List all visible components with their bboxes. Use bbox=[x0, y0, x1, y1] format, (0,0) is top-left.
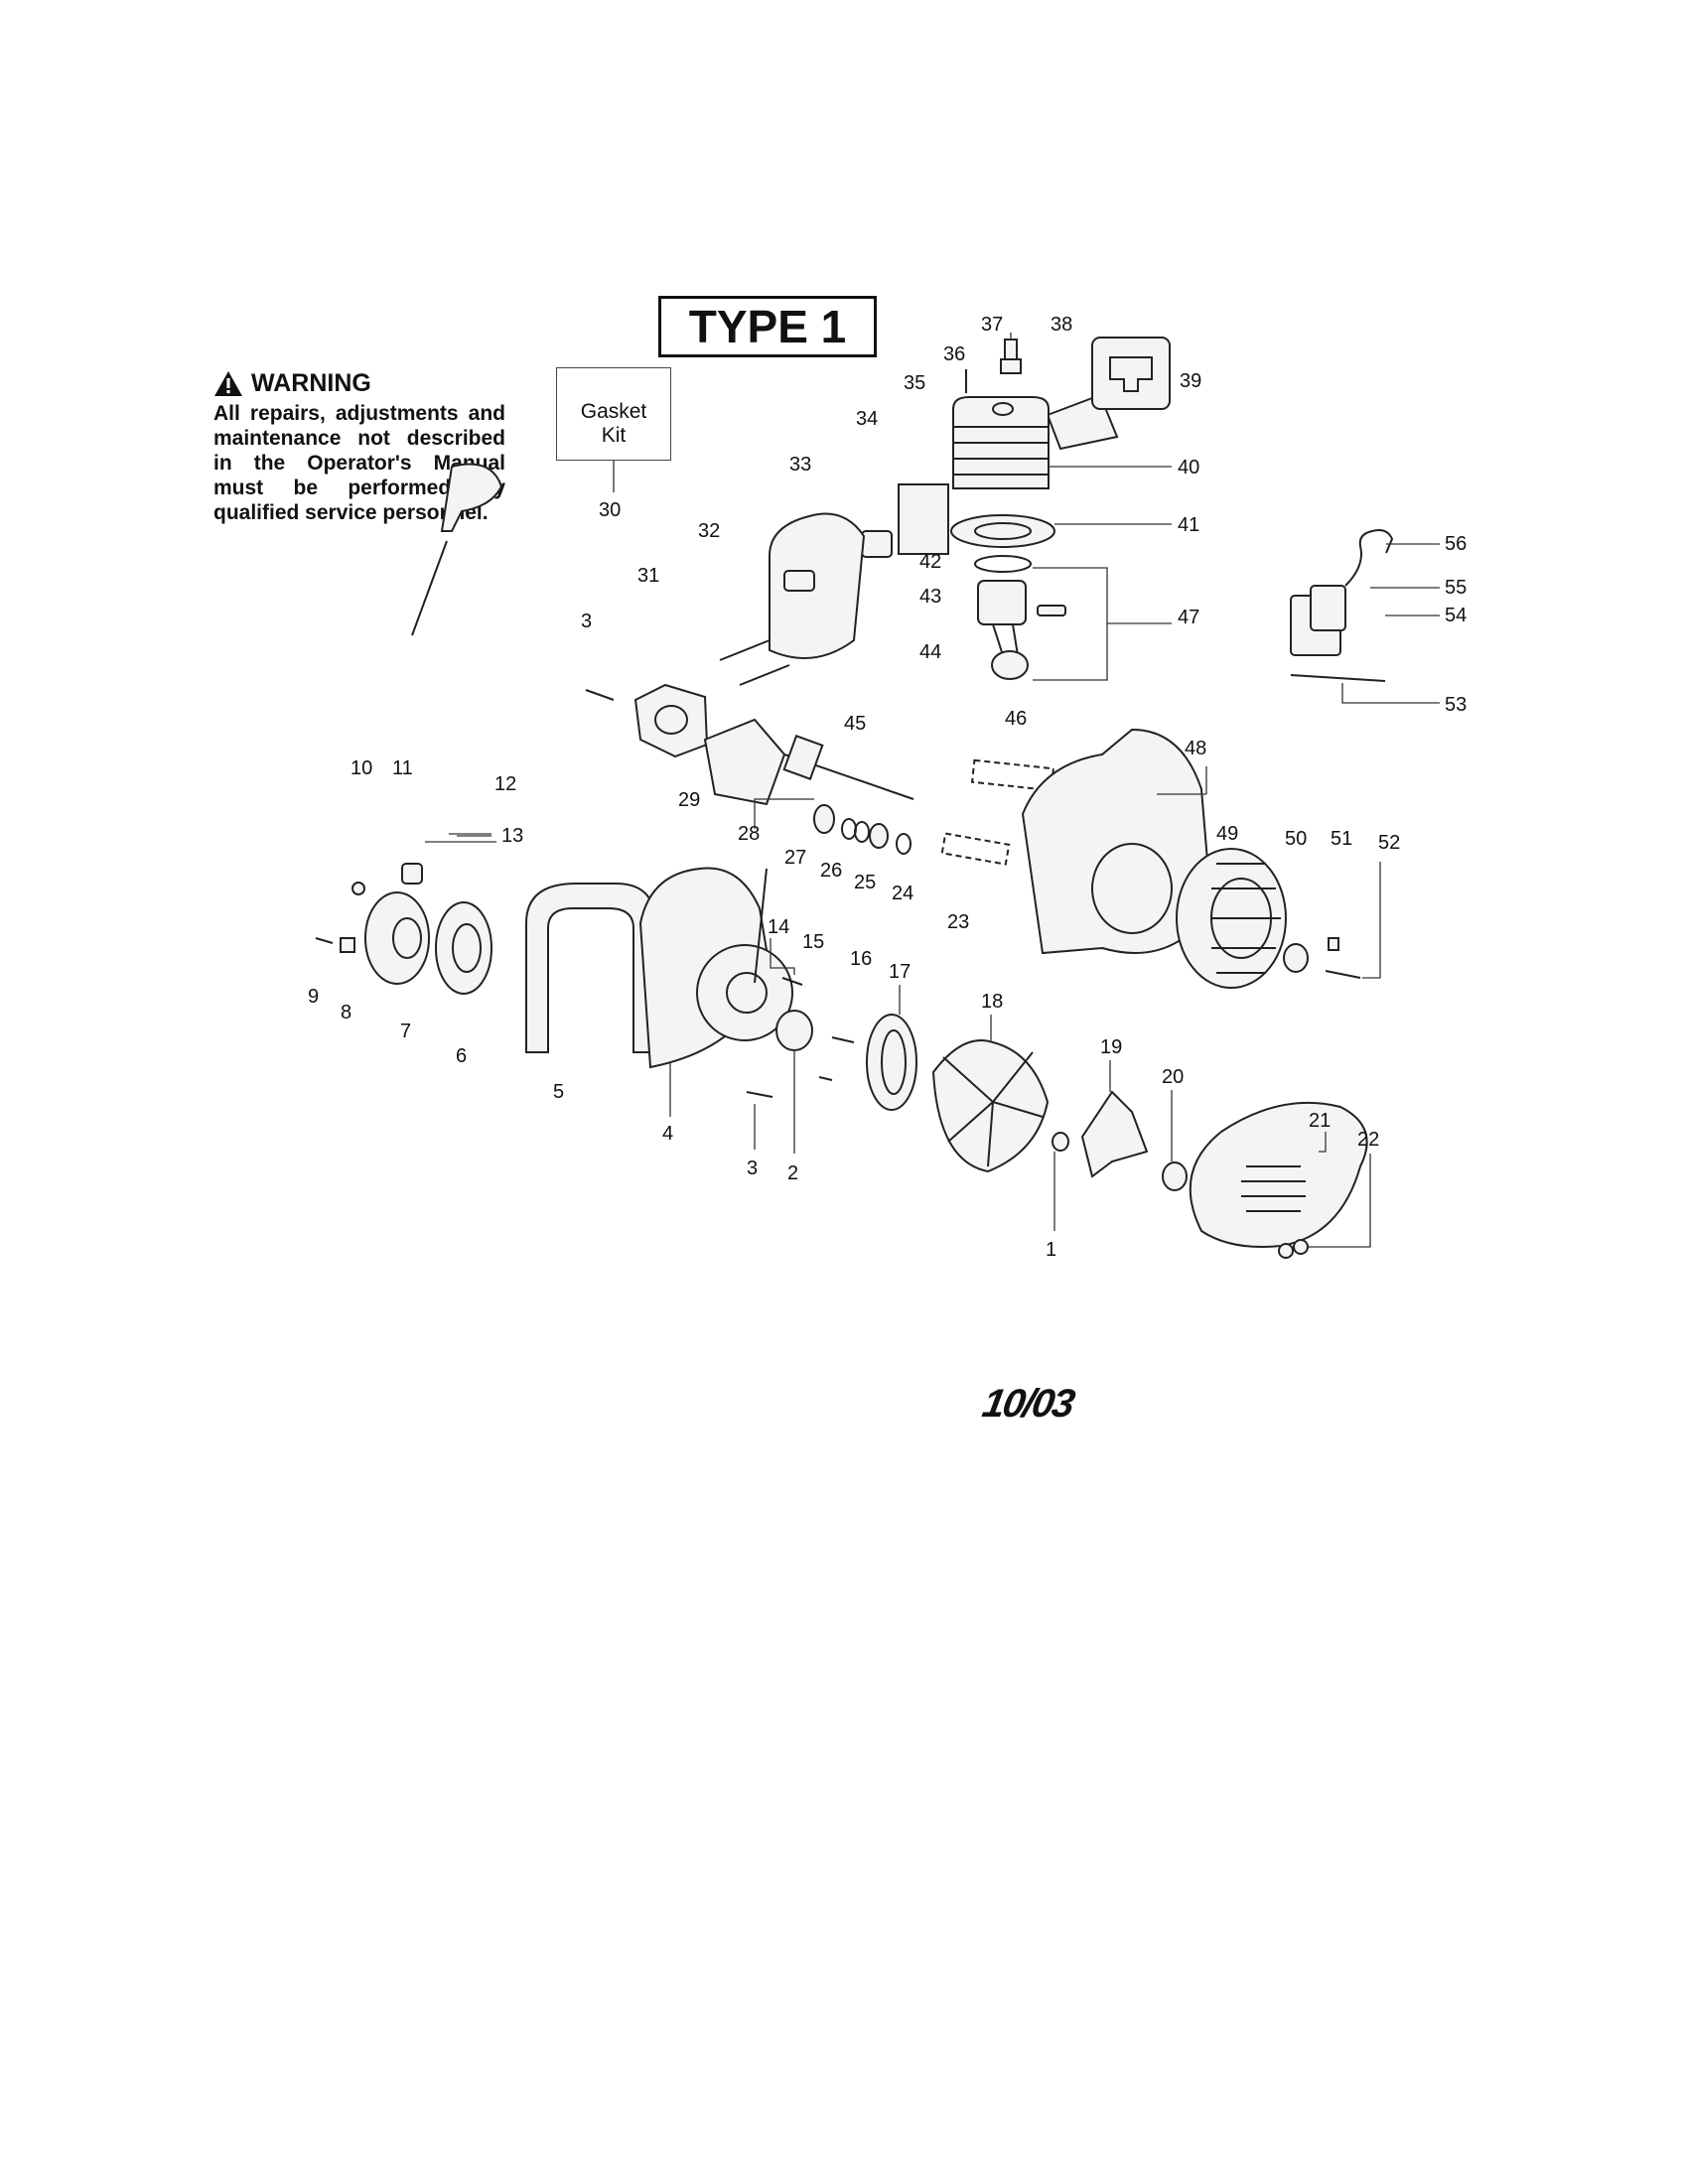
callout-18: 18 bbox=[981, 991, 1003, 1013]
callout-27: 27 bbox=[784, 847, 806, 869]
warning-text: All repairs, adjustments and maintenance… bbox=[213, 402, 505, 524]
callout-48: 48 bbox=[1185, 738, 1206, 759]
callout-10: 10 bbox=[351, 757, 372, 779]
callout-55: 55 bbox=[1445, 577, 1467, 599]
callout-13: 13 bbox=[501, 825, 523, 847]
callout-3b: 3 bbox=[747, 1158, 758, 1179]
warning-heading: WARNING bbox=[213, 369, 371, 398]
callout-3a: 3 bbox=[581, 611, 592, 632]
callout-50: 50 bbox=[1285, 828, 1307, 850]
callout-44: 44 bbox=[919, 641, 941, 663]
crankcase-drawing bbox=[1021, 728, 1213, 955]
callout-36: 36 bbox=[943, 343, 965, 365]
callout-numbers: 1 2 3 3 4 5 6 7 8 9 10 11 12 13 14 15 16… bbox=[308, 314, 1467, 1261]
impeller-drawing bbox=[931, 1015, 1050, 1173]
callout-35: 35 bbox=[904, 372, 925, 394]
callout-15: 15 bbox=[802, 931, 824, 953]
callout-23: 23 bbox=[947, 911, 969, 933]
gasket-kit-line2: Kit bbox=[601, 424, 627, 447]
callout-30: 30 bbox=[599, 499, 621, 521]
callout-4: 4 bbox=[662, 1123, 673, 1145]
callout-49: 49 bbox=[1216, 823, 1238, 845]
callout-46: 46 bbox=[1005, 708, 1027, 730]
callout-31: 31 bbox=[637, 565, 659, 587]
warning-title: WARNING bbox=[251, 369, 371, 397]
callout-53: 53 bbox=[1445, 694, 1467, 716]
callout-24: 24 bbox=[892, 883, 913, 904]
blower-housing-drawing bbox=[638, 867, 793, 1117]
callout-5: 5 bbox=[553, 1081, 564, 1103]
callout-39: 39 bbox=[1180, 370, 1201, 392]
callout-47: 47 bbox=[1178, 607, 1199, 628]
callout-9: 9 bbox=[308, 986, 319, 1008]
callout-17: 17 bbox=[889, 961, 911, 983]
piston-rod-drawing bbox=[977, 580, 1066, 680]
callout-29: 29 bbox=[678, 789, 700, 811]
callout-7: 7 bbox=[400, 1021, 411, 1042]
callout-28: 28 bbox=[738, 823, 760, 845]
type-label: TYPE 1 bbox=[658, 296, 877, 357]
flywheel-drawing bbox=[1176, 848, 1287, 989]
callout-52: 52 bbox=[1378, 832, 1400, 854]
date-code: 10/03 bbox=[979, 1382, 1077, 1426]
callout-54: 54 bbox=[1445, 605, 1467, 626]
gasket-kit-box: Gasket Kit bbox=[556, 367, 671, 461]
gasket-kit-line1: Gasket bbox=[580, 400, 647, 423]
part-drawings bbox=[315, 333, 1440, 1259]
callout-1: 1 bbox=[1046, 1239, 1056, 1261]
callout-45: 45 bbox=[844, 713, 866, 735]
callout-16: 16 bbox=[850, 948, 872, 970]
callout-33: 33 bbox=[789, 454, 811, 476]
callout-2: 2 bbox=[787, 1162, 798, 1184]
callout-38: 38 bbox=[1051, 314, 1072, 336]
callout-21: 21 bbox=[1309, 1110, 1331, 1132]
blower-cover-drawing bbox=[1189, 1101, 1368, 1248]
callout-40: 40 bbox=[1178, 457, 1199, 478]
callout-6: 6 bbox=[456, 1045, 467, 1067]
callout-19: 19 bbox=[1100, 1036, 1122, 1058]
callout-34: 34 bbox=[856, 408, 878, 430]
callout-25: 25 bbox=[854, 872, 876, 893]
callout-51: 51 bbox=[1331, 828, 1352, 850]
callout-32: 32 bbox=[698, 520, 720, 542]
warning-triangle-icon bbox=[214, 371, 242, 396]
cylinder-drawing bbox=[952, 396, 1172, 489]
callout-14: 14 bbox=[768, 916, 789, 938]
callout-20: 20 bbox=[1162, 1066, 1184, 1088]
callout-22: 22 bbox=[1357, 1129, 1379, 1151]
callout-56: 56 bbox=[1445, 533, 1467, 555]
ignition-module-drawing bbox=[1290, 529, 1440, 704]
spark-plug-drawing bbox=[1000, 333, 1022, 374]
callout-42: 42 bbox=[919, 551, 941, 573]
callout-8: 8 bbox=[341, 1002, 351, 1024]
callout-11: 11 bbox=[392, 757, 413, 779]
callout-43: 43 bbox=[919, 586, 941, 608]
callout-26: 26 bbox=[820, 860, 842, 882]
callout-37: 37 bbox=[981, 314, 1003, 336]
callout-12: 12 bbox=[494, 773, 516, 795]
callout-41: 41 bbox=[1178, 514, 1199, 536]
